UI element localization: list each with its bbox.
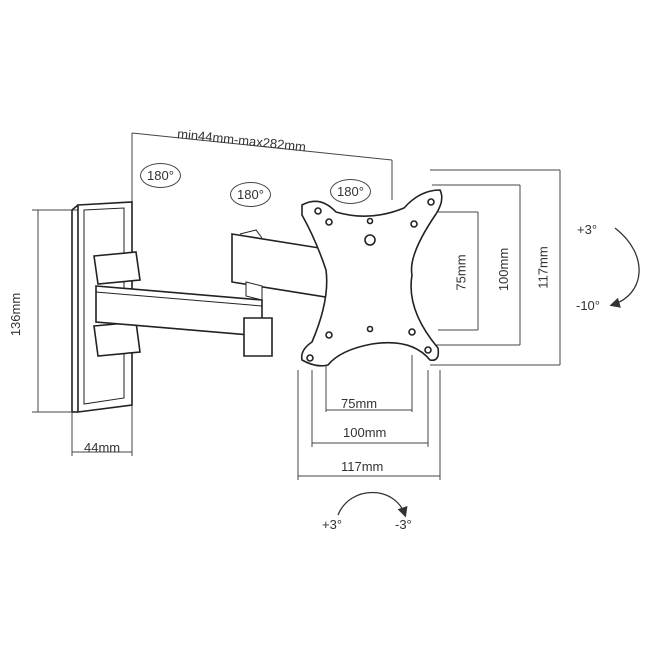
wall-plate-depth-label: 44mm (84, 440, 121, 455)
tilt-arrow (609, 227, 640, 308)
vesa-horizontal-100-label: 100mm (343, 425, 387, 440)
vesa-vertical-117-label: 117mm (535, 246, 551, 289)
swivel-right-label: -3° (395, 517, 412, 532)
vesa-plate (300, 189, 443, 367)
rotation-badge-3: 180° (330, 179, 371, 204)
arm-hinge (93, 251, 141, 357)
swivel-left-label: +3° (322, 517, 343, 532)
tilt-up-label: +3° (577, 222, 598, 237)
tilt-down-label: -10° (576, 298, 600, 313)
vesa-horizontal-75-label: 75mm (341, 396, 378, 411)
rotation-badge-1: 180° (140, 163, 181, 188)
dimension-lines (32, 132, 561, 480)
wall-plate-height-label: 136mm (8, 292, 24, 337)
lower-arm (95, 285, 273, 357)
vesa-horizontal-117-label: 117mm (341, 459, 384, 474)
swivel-arrow (337, 492, 408, 518)
rotation-badge-2: 180° (230, 182, 271, 207)
vesa-vertical-75-label: 75mm (453, 254, 469, 291)
vesa-vertical-100-label: 100mm (496, 247, 512, 292)
